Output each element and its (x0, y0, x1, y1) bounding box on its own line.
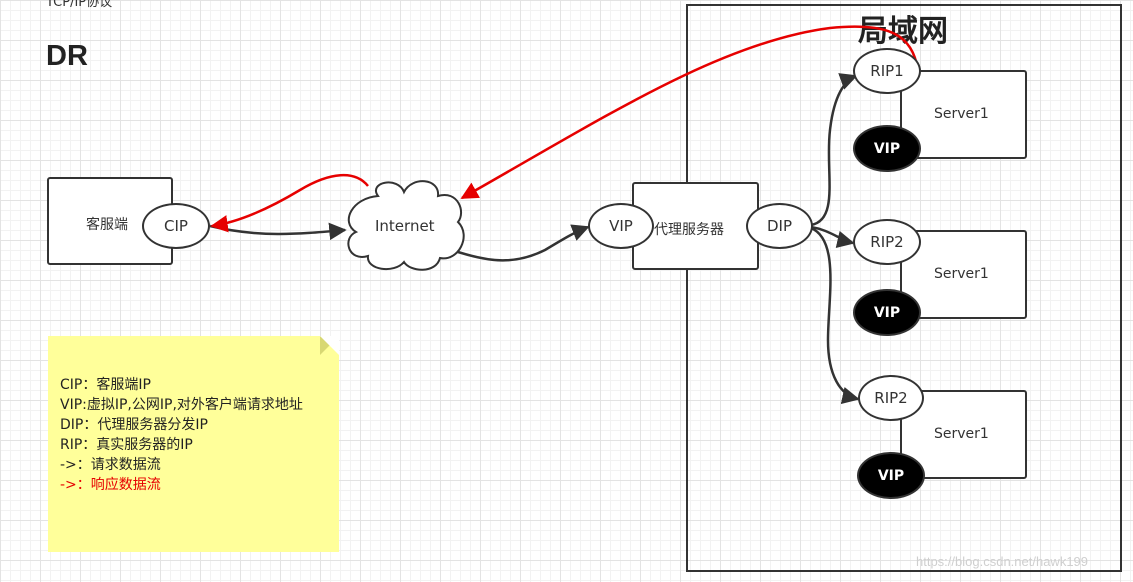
server-label-1: Server1 (934, 106, 989, 122)
edge-rip1-to-internet (460, 25, 920, 200)
edge-client-to-internet (209, 222, 347, 241)
legend-line-vip: VIP:虚拟IP,公网IP,对外客户端请求地址 (60, 397, 303, 413)
legend-line-request: ->：请求数据流 (60, 457, 161, 473)
internet-cloud (347, 180, 465, 271)
proxy-vip-node[interactable]: VIP (588, 203, 654, 249)
rip-node-3[interactable]: RIP2 (858, 375, 924, 421)
server-label-2: Server1 (934, 266, 989, 282)
legend-note (48, 336, 339, 552)
server-box-2[interactable]: Server1 (900, 230, 1027, 319)
top-cut-text: TCP/IP协议 (46, 0, 113, 10)
diagram-title: DR (46, 40, 88, 72)
cip-node[interactable]: CIP (142, 203, 210, 249)
edge-dip-to-rip3 (810, 226, 860, 405)
server-vip-node-2[interactable]: VIP (853, 289, 921, 336)
legend-text: CIP：客服端IP VIP:虚拟IP,公网IP,对外客户端请求地址 DIP：代理… (60, 375, 332, 495)
lan-container (686, 4, 1122, 572)
internet-label: Internet (375, 217, 435, 235)
legend-line-dip: DIP：代理服务器分发IP (60, 417, 208, 433)
legend-line-cip: CIP：客服端IP (60, 377, 151, 393)
dip-node[interactable]: DIP (746, 203, 813, 249)
proxy-server-box[interactable]: 代理服务器 (632, 182, 759, 270)
legend-note-corner (320, 336, 339, 355)
rip-node-1[interactable]: RIP1 (853, 48, 921, 94)
server-label-3: Server1 (934, 426, 989, 442)
server-box-1[interactable]: Server1 (900, 70, 1027, 159)
edge-internet-to-client (210, 173, 369, 233)
proxy-server-label: 代理服务器 (654, 222, 724, 238)
client-label: 客服端 (86, 217, 128, 233)
server-vip-node-3[interactable]: VIP (857, 452, 925, 499)
rip-node-2[interactable]: RIP2 (853, 219, 921, 265)
lan-title: 局域网 (858, 14, 948, 49)
edge-internet-to-proxy (457, 224, 590, 262)
legend-line-response: ->：响应数据流 (60, 477, 161, 493)
legend-line-rip: RIP：真实服务器的IP (60, 437, 193, 453)
edge-dip-to-rip2 (810, 225, 855, 248)
edge-dip-to-rip1 (810, 73, 858, 227)
watermark: https://blog.csdn.net/hawk199 (916, 554, 1089, 569)
server-vip-node-1[interactable]: VIP (853, 125, 921, 172)
